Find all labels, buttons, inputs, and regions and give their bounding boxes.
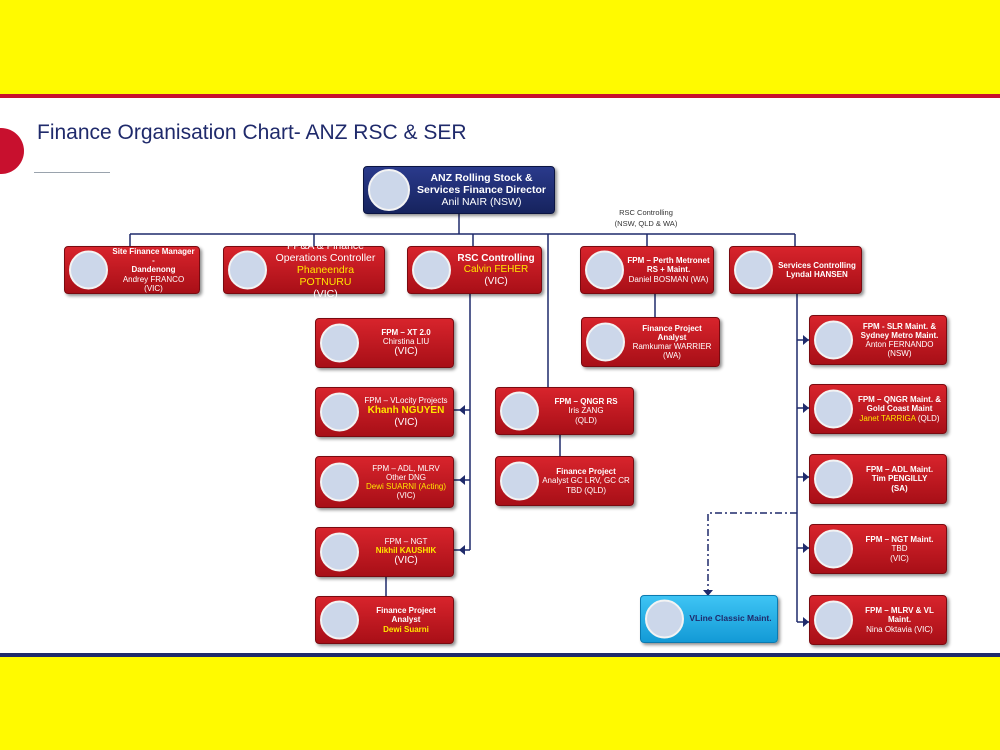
- page-title: Finance Organisation Chart- ANZ RSC & SE…: [37, 121, 467, 144]
- finance-project-analyst-qld-box: Finance Project Analyst GC LRV, GC CR TB…: [495, 456, 634, 506]
- fpa-controller-box: FP&A & Finance Operations Controller Pha…: [223, 240, 385, 300]
- fpm-adl-maint-box: FPM – ADL Maint. Tim PENGILLY (SA): [809, 454, 947, 504]
- fpm-ngt-maint-box: FPM – NGT Maint. TBD (VIC): [809, 524, 947, 574]
- fpm-ngt-box: FPM – NGT Nikhil KAUSHIK (VIC): [315, 527, 454, 577]
- photo-placeholder: [69, 250, 108, 290]
- photo-placeholder: [320, 600, 359, 640]
- photo-placeholder: [320, 392, 359, 432]
- fpm-xt-box: FPM – XT 2.0 Chirstina LIU (VIC): [315, 318, 454, 368]
- photo-placeholder: [645, 599, 684, 639]
- photo-placeholder: [228, 250, 267, 290]
- finance-director-box: ANZ Rolling Stock & Services Finance Dir…: [363, 166, 555, 214]
- photo-placeholder: [320, 323, 359, 363]
- finance-project-analyst-wa-box: Finance Project Analyst Ramkumar WARRIER…: [581, 317, 720, 367]
- photo-placeholder: [814, 320, 853, 360]
- site-finance-manager-box: Site Finance Manager - Dandenong Andrey …: [64, 246, 200, 294]
- finance-project-analyst-dewi-box: Finance Project Analyst Dewi Suarni: [315, 596, 454, 644]
- photo-placeholder: [585, 250, 624, 290]
- photo-placeholder: [368, 169, 410, 211]
- vline-classic-maint-box: VLine Classic Maint.: [640, 595, 778, 643]
- services-controlling-box: Services Controlling Lyndal HANSEN: [729, 246, 862, 294]
- photo-placeholder: [500, 391, 539, 431]
- photo-placeholder: [814, 459, 853, 499]
- photo-placeholder: [500, 461, 539, 501]
- fpm-qngr-rs-box: FPM – QNGR RS Iris ZANG (QLD): [495, 387, 634, 435]
- photo-placeholder: [586, 322, 625, 362]
- photo-placeholder: [320, 462, 359, 502]
- fpm-vlocity-box: FPM – VLocity Projects Khanh NGUYEN (VIC…: [315, 387, 454, 437]
- photo-placeholder: [320, 532, 359, 572]
- fpm-mlrv-vl-maint-box: FPM – MLRV & VL Maint. Nina Oktavia (VIC…: [809, 595, 947, 645]
- rsc-controlling-note: RSC Controlling (NSW, QLD & WA): [614, 208, 678, 229]
- title-underline: [34, 172, 110, 173]
- fpm-perth-metronet-box: FPM – Perth Metronet RS + Maint. Daniel …: [580, 246, 714, 294]
- photo-placeholder: [734, 250, 773, 290]
- fpm-slr-maint-box: FPM - SLR Maint. & Sydney Metro Maint. A…: [809, 315, 947, 365]
- photo-placeholder: [814, 389, 853, 429]
- photo-placeholder: [814, 529, 853, 569]
- photo-placeholder: [412, 250, 451, 290]
- rsc-controlling-box: RSC Controlling Calvin FEHER (VIC): [407, 246, 542, 294]
- fpm-qngr-maint-box: FPM – QNGR Maint. & Gold Coast Maint Jan…: [809, 384, 947, 434]
- fpm-adl-mlrv-box: FPM – ADL, MLRV Other DNG Dewi SUARNI (A…: [315, 456, 454, 508]
- photo-placeholder: [814, 600, 853, 640]
